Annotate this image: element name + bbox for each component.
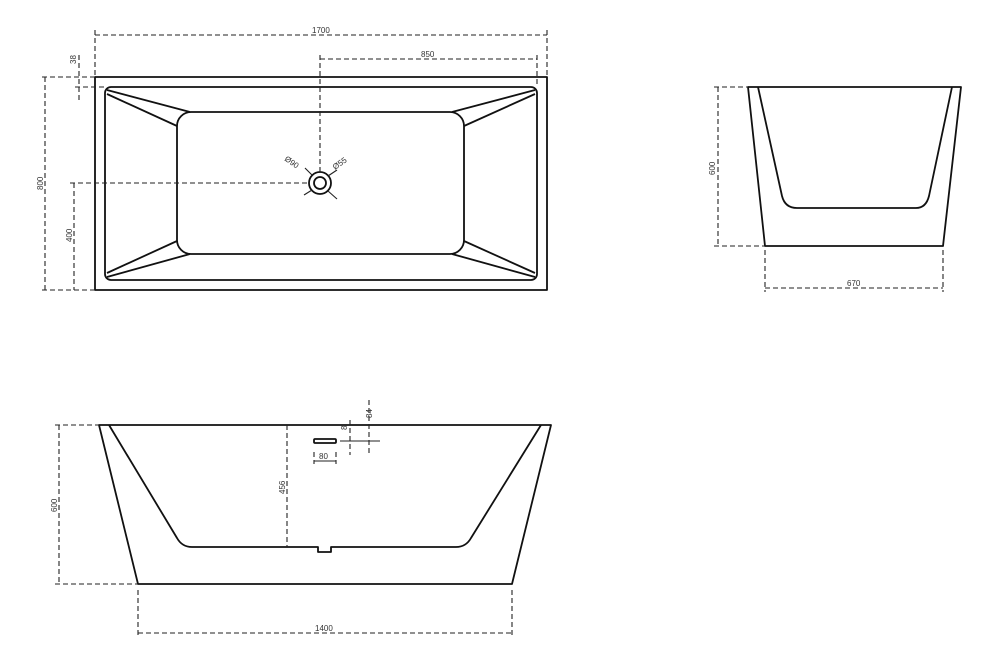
dim-drain-inner: Ø55 bbox=[331, 155, 349, 171]
dim-overflow-width: 80 bbox=[319, 452, 328, 461]
side-view: 8 84 80 456 600 1400 bbox=[50, 400, 552, 636]
dim-overall-length: 1700 bbox=[312, 26, 330, 35]
top-view-slope-tr bbox=[451, 89, 536, 113]
side-view-outer bbox=[98, 424, 552, 585]
dim-overflow-offset: 8 bbox=[340, 425, 349, 430]
dim-drain-center: 400 bbox=[65, 228, 74, 242]
dim-drain-offset: 850 bbox=[421, 50, 435, 59]
top-view-slope-br bbox=[451, 253, 536, 278]
dim-side-height: 600 bbox=[50, 498, 59, 512]
end-view: 600 670 bbox=[708, 86, 962, 292]
dim-overall-width: 800 bbox=[36, 176, 45, 190]
end-view-basin bbox=[757, 86, 953, 209]
dim-end-base-width: 670 bbox=[847, 279, 861, 288]
side-view-basin bbox=[108, 424, 542, 553]
top-view: 1700 850 800 38 400 Ø90 Ø55 bbox=[36, 26, 548, 291]
dim-drain-outer: Ø90 bbox=[283, 154, 301, 170]
top-view-slope-tr2 bbox=[463, 93, 536, 127]
top-view-slope-bl2 bbox=[106, 240, 178, 274]
drain-icon bbox=[303, 167, 338, 200]
end-view-outer bbox=[747, 86, 962, 247]
top-view-slope-bl bbox=[106, 253, 191, 278]
dim-overflow-top: 84 bbox=[365, 409, 374, 418]
top-view-slope-tl2 bbox=[106, 93, 178, 127]
top-view-basin-floor bbox=[176, 111, 465, 255]
dim-rim-width: 38 bbox=[69, 55, 78, 64]
dim-end-height: 600 bbox=[708, 161, 717, 175]
dim-base-length: 1400 bbox=[315, 624, 333, 633]
top-view-slope-br2 bbox=[463, 240, 536, 274]
top-view-slope-tl bbox=[106, 89, 191, 113]
dim-inner-depth: 456 bbox=[278, 480, 287, 494]
overflow-slot-icon bbox=[313, 438, 337, 444]
